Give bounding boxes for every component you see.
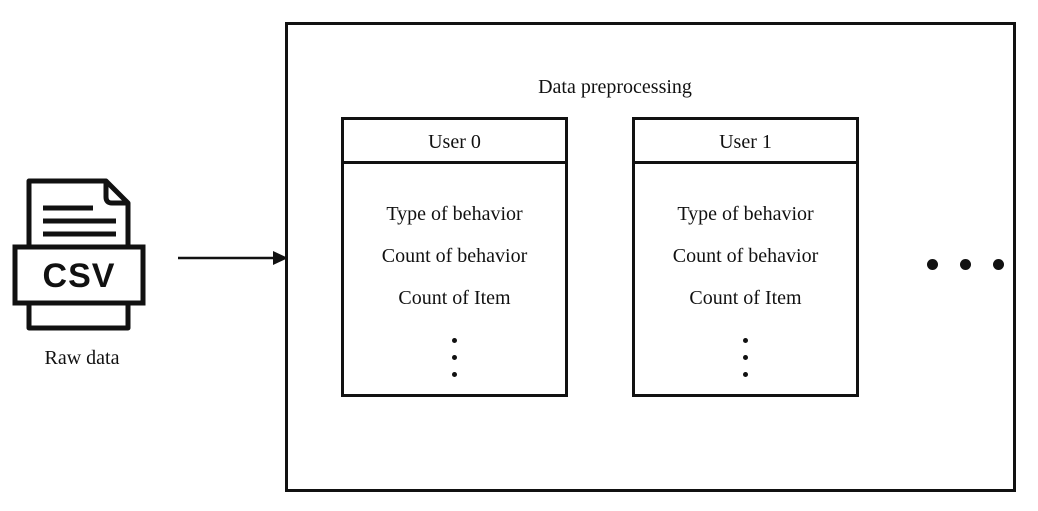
user-table-1-header: User 1 <box>635 120 856 164</box>
table-row: Type of behavior <box>677 203 814 225</box>
user-table-1: User 1 Type of behavior Count of behavio… <box>632 117 859 397</box>
vertical-ellipsis-icon <box>743 332 748 383</box>
user-table-0: User 0 Type of behavior Count of behavio… <box>341 117 568 397</box>
csv-file-type-label: CSV <box>43 257 116 295</box>
table-row: Count of Item <box>398 287 511 309</box>
panel-title: Data preprocessing <box>538 76 692 98</box>
data-preprocessing-panel: Data preprocessing User 0 Type of behavi… <box>285 22 1016 492</box>
source-caption: Raw data <box>44 347 120 369</box>
user-table-0-header: User 0 <box>344 120 565 164</box>
vertical-ellipsis-icon <box>452 332 457 383</box>
table-row: Type of behavior <box>386 203 523 225</box>
table-row: Count of behavior <box>672 245 819 267</box>
horizontal-ellipsis-icon <box>916 259 1015 270</box>
user-table-0-body: Type of behavior Count of behavior Count… <box>344 164 565 383</box>
table-row: Count of behavior <box>381 245 528 267</box>
table-row: Count of Item <box>689 287 802 309</box>
csv-file-icon: CSV <box>12 178 146 331</box>
user-table-1-body: Type of behavior Count of behavior Count… <box>635 164 856 383</box>
right-arrow-icon <box>178 251 288 265</box>
